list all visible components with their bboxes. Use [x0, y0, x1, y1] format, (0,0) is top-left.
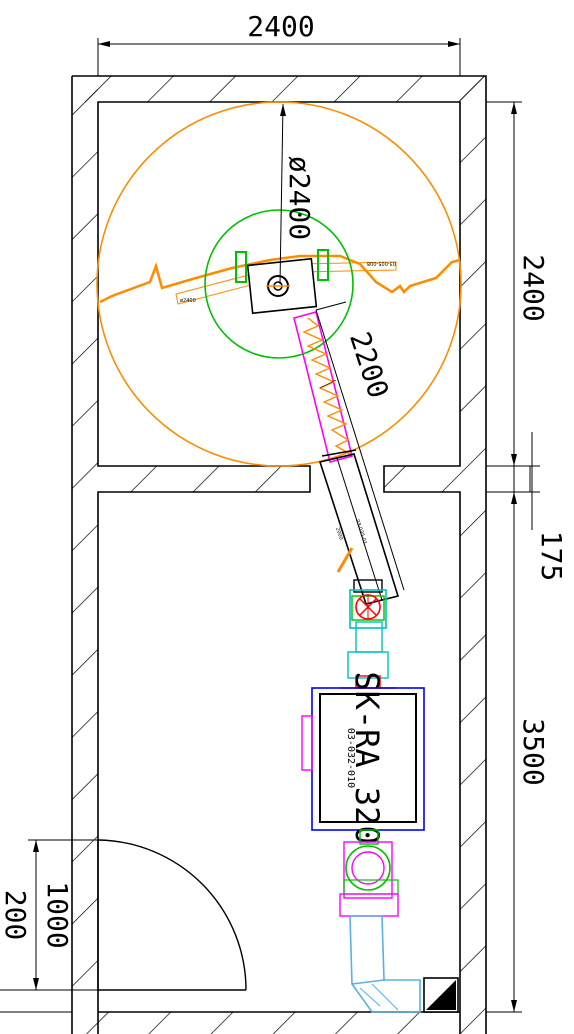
- dimension-left-door-label: 1000: [41, 881, 74, 948]
- sweep-arm-assembly: ø2400 03-005-008 ø2400: [96, 101, 462, 467]
- dimension-right-lower-label: 3500: [517, 718, 550, 785]
- corner-marker-icon: [423, 977, 459, 1013]
- walls: [71, 75, 487, 1034]
- svg-text:03-035-01: 03-035-01: [354, 519, 368, 545]
- sweep-circle: [96, 101, 462, 467]
- sweep-arm: [99, 254, 461, 304]
- fan-housing: SK-RA 320 03-032-010: [301, 671, 425, 845]
- hub-circle: [204, 209, 354, 359]
- dimension-top-label: 2400: [247, 10, 314, 43]
- diameter-leader: [279, 103, 284, 285]
- equipment-model: SK-RA 320: [348, 671, 386, 844]
- conveyor-tube-upper: [293, 311, 353, 463]
- conveyor: 2200 03-035-01 2000: [293, 301, 405, 605]
- svg-text:ø2400: ø2400: [180, 298, 196, 304]
- svg-text:2000: 2000: [334, 527, 344, 541]
- dimension-right-upper-label: 2400: [517, 254, 550, 321]
- duct: [349, 915, 421, 1013]
- dimension-right-gap-label: 175: [535, 531, 568, 582]
- dimension-left: 1000 200: [0, 839, 98, 1013]
- dimension-top: 2400: [97, 10, 461, 76]
- conveyor-tube-lower: [318, 453, 400, 605]
- dimension-left-offset-label: 200: [0, 890, 32, 941]
- dimension-right: 2400 175 3500: [485, 101, 568, 1013]
- rotary-valve: [340, 579, 396, 689]
- fan-unit: [319, 693, 417, 823]
- arm-length-label: 2200: [343, 328, 395, 402]
- equipment-code: 03-032-010: [345, 728, 356, 788]
- svg-text:03-005-008: 03-005-008: [367, 260, 396, 266]
- door: [97, 839, 247, 991]
- diameter-label: ø2400: [283, 156, 316, 240]
